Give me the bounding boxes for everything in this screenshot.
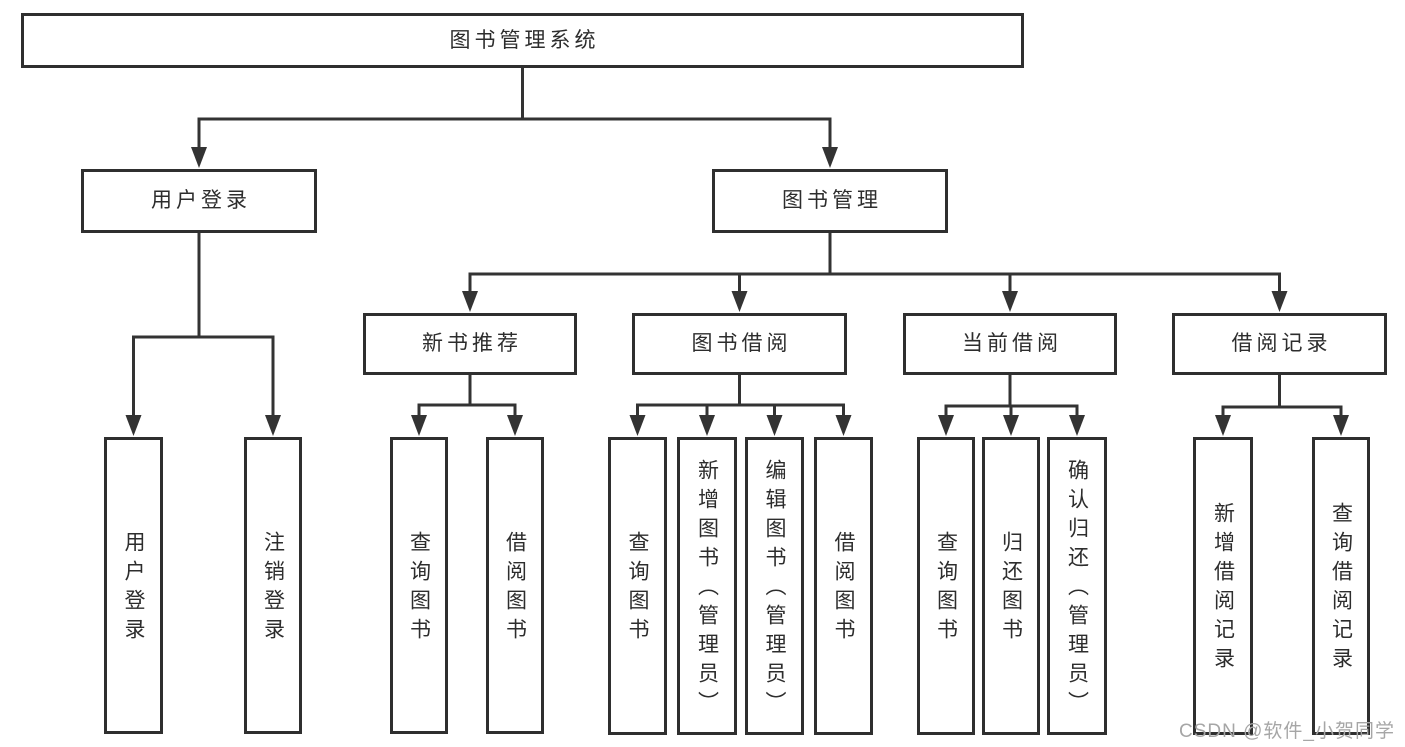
node-label: 当前借阅: [962, 332, 1062, 356]
node-label: 查询图书: [407, 530, 431, 647]
node-current-borrow: 当前借阅: [903, 313, 1117, 375]
node-label: 确认归还（管理员）: [1065, 458, 1089, 720]
node-label: 用户登录: [122, 530, 146, 647]
node-rc-query-record: 查询借阅记录: [1312, 437, 1370, 735]
node-label: 查询借阅记录: [1329, 502, 1353, 676]
node-label: 借阅图书: [503, 530, 527, 647]
node-label: 注销登录: [261, 530, 285, 647]
node-book-mgmt: 图书管理: [712, 169, 948, 233]
node-nb-borrow-book: 借阅图书: [486, 437, 544, 734]
node-label: 查询图书: [626, 531, 650, 647]
node-cu-confirm: 确认归还（管理员）: [1047, 437, 1107, 735]
watermark-text: CSDN @软件_小贺同学: [1179, 721, 1395, 742]
node-bw-add-book: 新增图书（管理员）: [677, 437, 737, 735]
node-leaf-logout: 注销登录: [244, 437, 302, 734]
node-bw-borrow-book: 借阅图书: [814, 437, 873, 735]
node-label: 编辑图书（管理员）: [763, 458, 787, 720]
node-bw-edit-book: 编辑图书（管理员）: [745, 437, 804, 735]
node-leaf-user-login: 用户登录: [104, 437, 163, 734]
node-label: 借阅记录: [1231, 332, 1332, 356]
node-label: 图书管理系统: [449, 28, 600, 52]
node-nb-query-book: 查询图书: [390, 437, 448, 734]
node-borrow-records: 借阅记录: [1172, 313, 1387, 375]
node-label: 图书管理: [782, 189, 882, 213]
node-label: 新增借阅记录: [1211, 502, 1235, 676]
node-label: 查询图书: [934, 531, 958, 647]
node-new-book-rec: 新书推荐: [363, 313, 577, 375]
node-root: 图书管理系统: [21, 13, 1024, 68]
node-label: 新书推荐: [422, 332, 522, 356]
node-cu-return-book: 归还图书: [982, 437, 1040, 735]
node-label: 归还图书: [999, 531, 1023, 647]
node-label: 图书借阅: [691, 332, 792, 356]
node-label: 新增图书（管理员）: [695, 458, 719, 720]
node-user-login: 用户登录: [81, 169, 317, 233]
node-bw-query-book: 查询图书: [608, 437, 667, 735]
node-book-borrow: 图书借阅: [632, 313, 847, 375]
node-label: 用户登录: [151, 189, 251, 213]
node-rc-add-record: 新增借阅记录: [1193, 437, 1253, 735]
node-cu-query-book: 查询图书: [917, 437, 975, 735]
node-label: 借阅图书: [832, 531, 856, 647]
